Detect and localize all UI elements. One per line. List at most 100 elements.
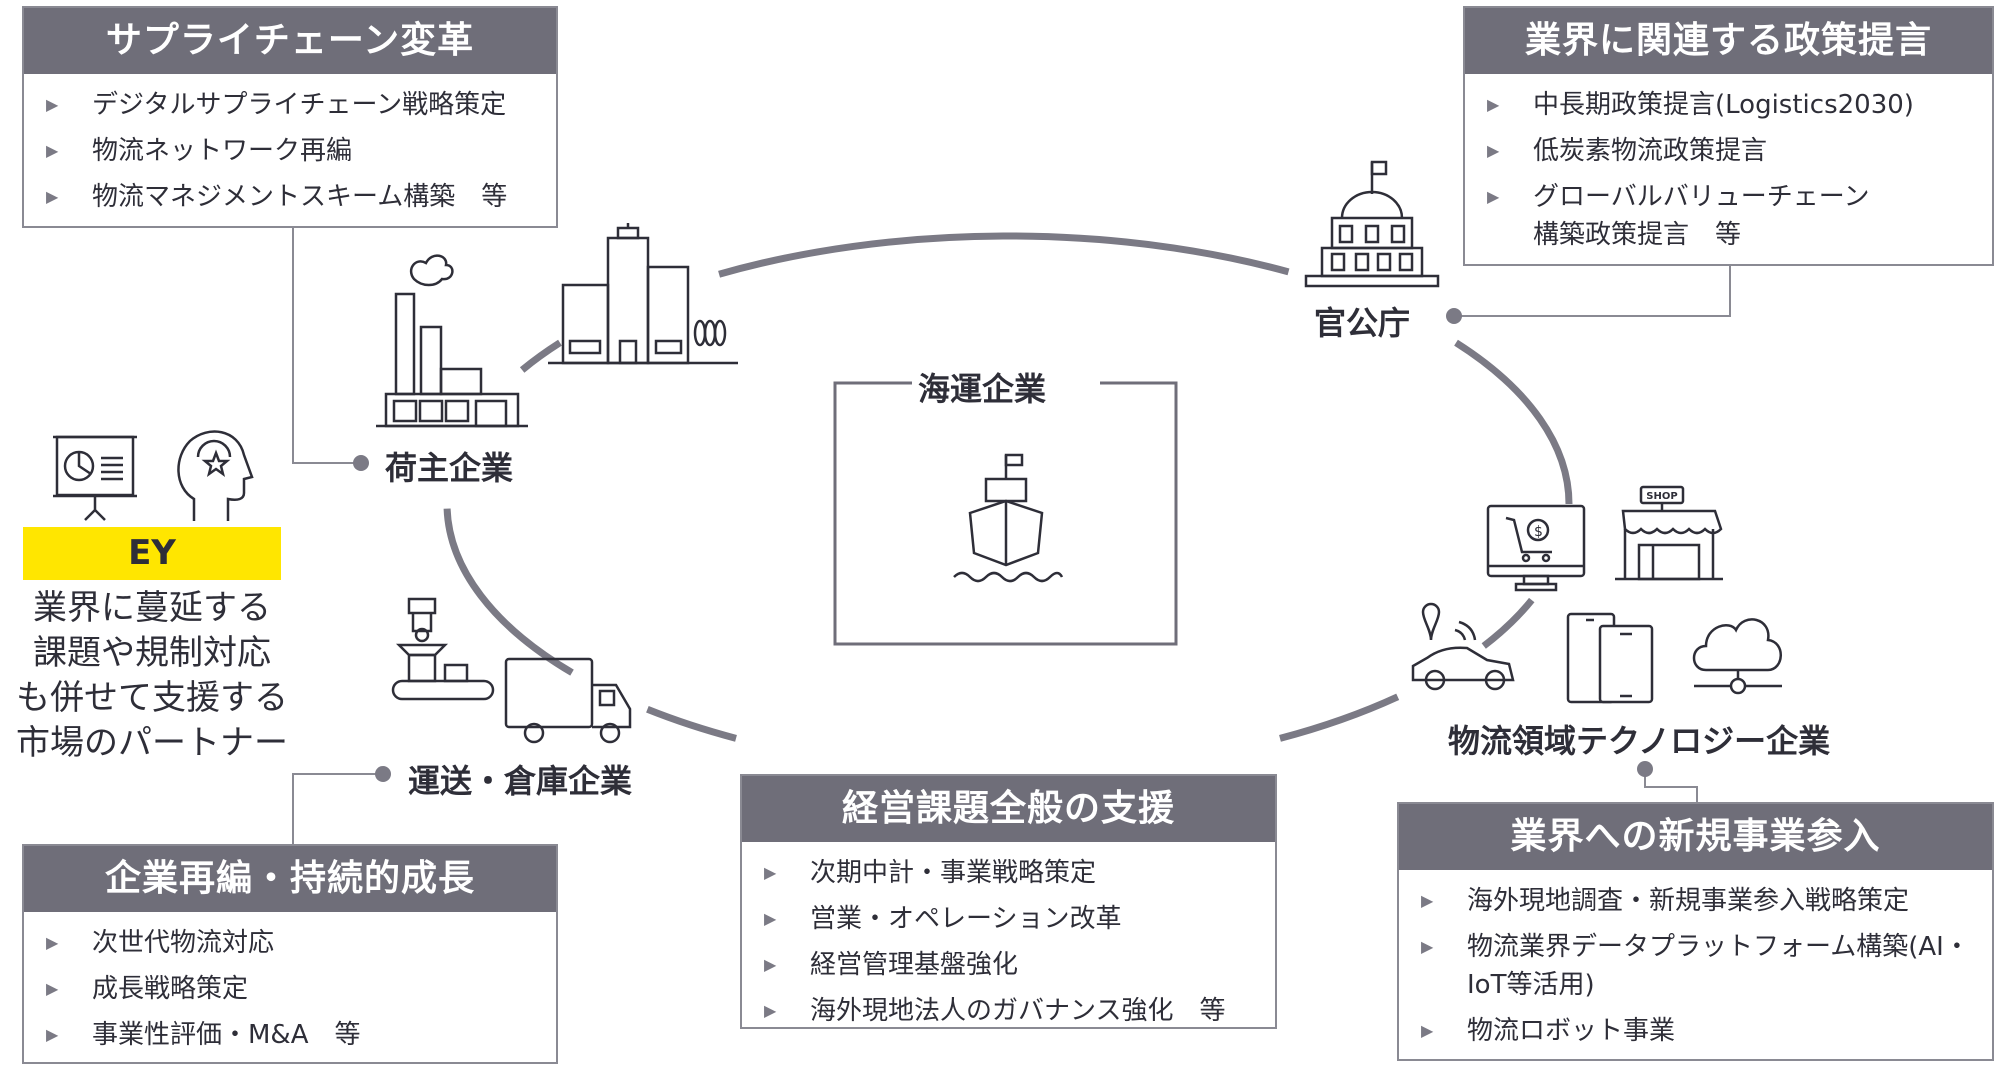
list-item: ▶ 経営管理基盤強化 [764, 942, 1275, 988]
box-management: 経営課題全般の支援 ▶ 次期中計・事業戦略策定 ▶ 営業・オペレーション改革 ▶ 経営管理… [740, 774, 1277, 1029]
bullet-triangle-icon: ▶ [764, 863, 777, 882]
ey-description: 業界に蔓延する 課題や規制対応 も併せて支援する 市場のパートナー [10, 586, 294, 766]
box-title: 企業再編・持続的成長 [24, 846, 556, 912]
ey-description-line: 課題や規制対応 [33, 633, 271, 673]
list-item: ▶ 次世代物流対応 [46, 920, 556, 966]
node-label-government: 官公庁 [1314, 304, 1411, 342]
box-reorg: 企業再編・持続的成長 ▶ 次世代物流対応 ▶成長戦略策定 ▶ 事業性評価・M&A 等 [22, 844, 558, 1064]
list-item-text: 海外現地法人のガバナンス強化 等 [810, 996, 1226, 1026]
list-item: ▶物流ネットワーク再編 [46, 128, 556, 174]
list-item-text: 物流マネジメントスキーム構築 等 [92, 182, 508, 212]
box-title: 業界に関連する政策提言 [1465, 8, 1992, 74]
list-item-text: 次世代物流対応 [92, 928, 275, 958]
office-buildings-icon [548, 223, 738, 365]
ship-icon [953, 453, 1064, 583]
list-item-text: グローバルバリューチェーン 構築政策提言 等 [1533, 182, 1870, 250]
list-item-text: 海外現地調査・新規事業参入戦略策定 [1467, 886, 1910, 916]
shipping-frame [833, 381, 1178, 646]
cycle-arc [718, 232, 1290, 278]
shop-sign-text: SHOP [1646, 491, 1677, 502]
list-item-text: 営業・オペレーション改革 [810, 904, 1122, 934]
ey-description-line: 市場のパートナー [16, 723, 288, 763]
connector-policy [1454, 265, 1731, 317]
connector-reorg [292, 773, 383, 844]
connected-car-icon [1411, 602, 1515, 691]
conveyor-robot-icon [391, 597, 495, 701]
bullet-triangle-icon: ▶ [46, 187, 59, 206]
list-item: ▶ 次期中計・事業戦略策定 [764, 850, 1275, 896]
list-item: ▶ 海外現地調査・新規事業参入戦略策定 [1421, 878, 1972, 924]
list-item-text: 成長戦略策定 [92, 974, 249, 1004]
list-item: ▶低炭素物流政策提言 [1487, 128, 1992, 174]
connector-new-entry [1644, 769, 1698, 802]
bullet-triangle-icon: ▶ [46, 1025, 59, 1044]
list-item: ▶ 物流マネジメントスキーム構築 等 [46, 174, 556, 220]
list-item: ▶ 事業性評価・M&A 等 [46, 1012, 556, 1058]
cloud-network-icon [1692, 618, 1782, 695]
box-policy: 業界に関連する政策提言 ▶中長期政策提言(Logistics2030)▶低炭素物… [1463, 6, 1994, 266]
list-item: ▶ 中長期政策提言(Logistics2030) [1487, 82, 1992, 128]
box-title: 経営課題全般の支援 [742, 776, 1275, 842]
list-item-text: 低炭素物流政策提言 [1533, 136, 1768, 166]
ey-logo-banner: EY [23, 527, 281, 580]
box-title: 業界への新規事業参入 [1399, 804, 1992, 870]
node-label-transport: 運送・倉庫企業 [408, 762, 633, 800]
bullet-list: ▶デジタルサプライチェーン戦略策定▶物流ネットワーク再編▶物流マネジメントスキー… [24, 74, 556, 220]
list-item-text: 物流業界データプラットフォーム構築(AI・IoT等活用) [1467, 932, 1970, 1000]
box-title: サプライチェーン変革 [24, 8, 556, 74]
bullet-triangle-icon: ▶ [1487, 187, 1500, 206]
presentation-board-icon [53, 435, 137, 521]
node-dot-transport [375, 766, 391, 782]
bullet-list: ▶ 海外現地調査・新規事業参入戦略策定 ▶ 物流業界データプラットフォーム構築(AI・… [1399, 870, 1992, 1054]
list-item-text: 物流ロボット事業 [1467, 1016, 1676, 1046]
cycle-arc [519, 339, 562, 373]
connector-supply-chain [292, 227, 361, 464]
shop-icon: SHOP [1615, 485, 1723, 581]
delivery-truck-icon [504, 657, 632, 744]
list-item-text: 次期中計・事業戦略策定 [810, 858, 1097, 888]
bullet-triangle-icon: ▶ [1487, 95, 1500, 114]
list-item: ▶ グローバルバリューチェーン 構築政策提言 等 [1487, 174, 1992, 258]
bullet-triangle-icon: ▶ [764, 955, 777, 974]
bullet-triangle-icon: ▶ [46, 933, 59, 952]
currency-symbol: $ [1534, 524, 1543, 540]
list-item-text: デジタルサプライチェーン戦略策定 [92, 90, 507, 120]
government-building-icon [1304, 160, 1440, 288]
cycle-arc [1481, 597, 1535, 649]
list-item: ▶成長戦略策定 [46, 966, 556, 1012]
bullet-list: ▶ 中長期政策提言(Logistics2030) ▶低炭素物流政策提言 ▶ グローバルバ… [1465, 74, 1992, 258]
bullet-triangle-icon: ▶ [1421, 937, 1434, 956]
list-item-text: 経営管理基盤強化 [810, 950, 1019, 980]
bullet-list: ▶ 次世代物流対応 ▶成長戦略策定 ▶ 事業性評価・M&A 等 [24, 912, 556, 1058]
ey-description-line: も併せて支援する [16, 678, 288, 718]
list-item: ▶ 営業・オペレーション改革 [764, 896, 1275, 942]
node-dot-tech [1637, 761, 1653, 777]
cycle-arc [1454, 339, 1573, 505]
bullet-triangle-icon: ▶ [764, 909, 777, 928]
cycle-arc [646, 706, 737, 742]
node-dot-shipper [353, 455, 369, 471]
cycle-arc [1279, 693, 1400, 742]
list-item-text: 事業性評価・M&A 等 [92, 1020, 361, 1050]
bullet-triangle-icon: ▶ [46, 95, 59, 114]
box-new-entry: 業界への新規事業参入 ▶ 海外現地調査・新規事業参入戦略策定 ▶ 物流業界データプラッ… [1397, 802, 1994, 1061]
list-item: ▶ 物流業界データプラットフォーム構築(AI・IoT等活用) [1421, 924, 1972, 1008]
head-star-icon [177, 430, 254, 521]
node-dot-government [1446, 308, 1462, 324]
cycle-arc [443, 508, 574, 676]
bullet-triangle-icon: ▶ [764, 1001, 777, 1020]
bullet-triangle-icon: ▶ [46, 141, 59, 160]
list-item: ▶ 海外現地法人のガバナンス強化 等 [764, 988, 1275, 1034]
bullet-triangle-icon: ▶ [1421, 891, 1434, 910]
box-supply-chain: サプライチェーン変革 ▶デジタルサプライチェーン戦略策定▶物流ネットワーク再編▶… [22, 6, 558, 228]
factory-icon [376, 254, 528, 428]
node-label-shipper: 荷主企業 [385, 449, 514, 487]
list-item: ▶物流ロボット事業 [1421, 1008, 1972, 1054]
node-label-shipping: 海運企業 [918, 370, 1047, 408]
bullet-list: ▶ 次期中計・事業戦略策定 ▶ 営業・オペレーション改革 ▶ 経営管理基盤強化 ▶ 海外現地法… [742, 842, 1275, 1034]
smartphones-icon [1566, 612, 1654, 704]
online-shopping-monitor-icon: $ [1486, 504, 1586, 592]
list-item-text: 中長期政策提言(Logistics2030) [1533, 90, 1914, 120]
list-item: ▶ デジタルサプライチェーン戦略策定 [46, 82, 556, 128]
